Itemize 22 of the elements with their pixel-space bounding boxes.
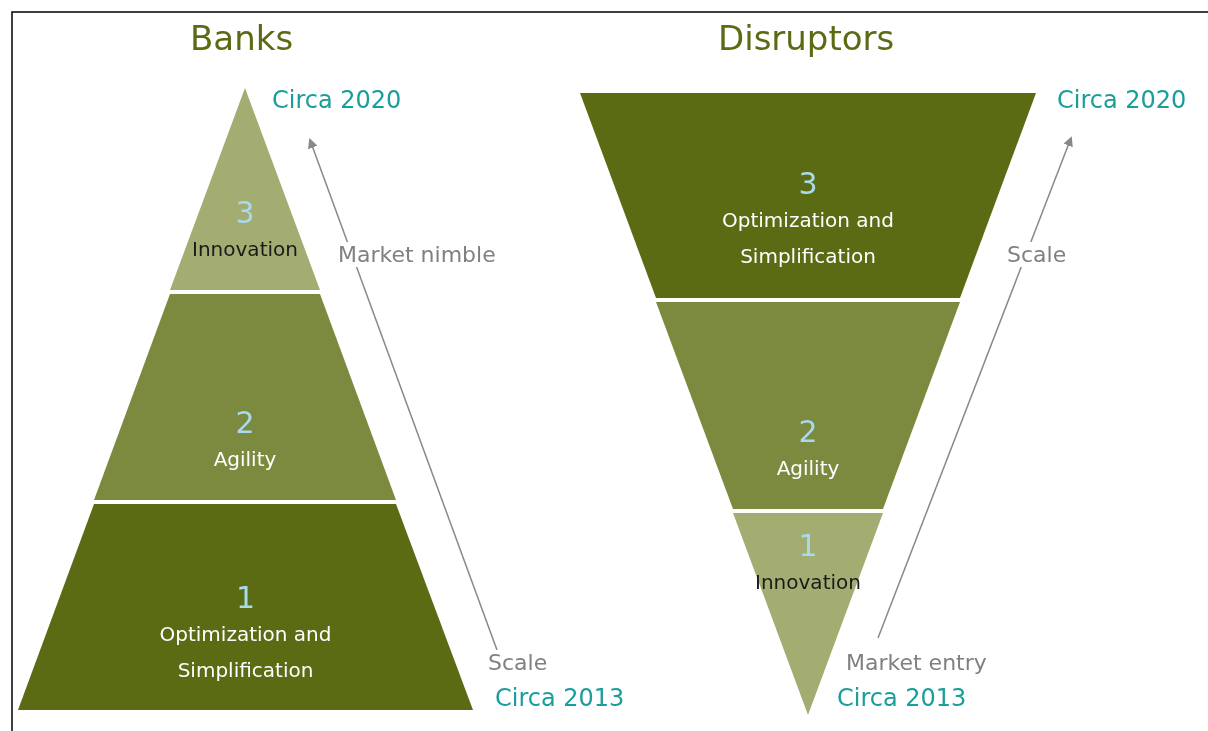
- tier-number: 3: [235, 195, 255, 231]
- tier-label: Innovation: [192, 236, 298, 263]
- pyramid-tier: [94, 294, 396, 500]
- tier-number: 1: [798, 528, 818, 564]
- heading: Banks: [190, 18, 294, 58]
- tier-label: Optimization and Simplification: [158, 621, 333, 684]
- tier-number: 3: [798, 166, 818, 202]
- time-label: Circa 2013: [837, 684, 967, 712]
- axis-label: Market nimble: [338, 242, 496, 267]
- pyramid-tier: [18, 504, 473, 710]
- time-label: Circa 2020: [272, 86, 402, 114]
- time-label: Circa 2013: [495, 684, 625, 712]
- axis-label: Scale: [1007, 242, 1067, 267]
- tier-number: 2: [235, 405, 255, 441]
- heading: Disruptors: [718, 18, 895, 58]
- tier-number: 2: [798, 414, 818, 450]
- pyramid-tier: [656, 302, 960, 509]
- tier-label: Optimization and Simplification: [721, 207, 895, 270]
- time-label: Circa 2020: [1057, 86, 1187, 114]
- tier-number: 1: [235, 580, 256, 616]
- tier-label: Agility: [776, 455, 840, 482]
- tier-label: Agility: [213, 446, 277, 473]
